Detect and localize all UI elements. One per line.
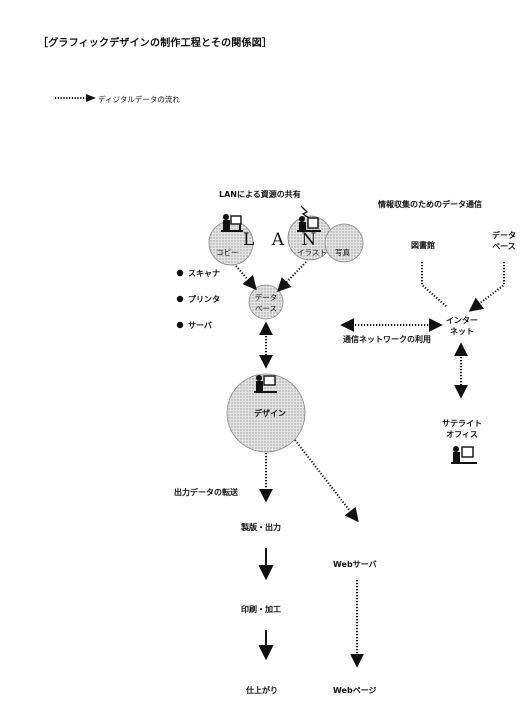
- database-node-label: データ ベース: [253, 292, 279, 314]
- internet-label: インター ネット: [440, 315, 484, 337]
- database-node-line1: データ: [254, 293, 278, 302]
- legend-arrow: [55, 94, 96, 102]
- peripheral-item: プリンタ: [188, 295, 220, 304]
- library-label: 図書館: [411, 241, 435, 250]
- design-circle: [226, 373, 306, 453]
- info-heading: 情報収集のためのデータ通信: [378, 200, 482, 209]
- internet-line2: ネット: [450, 327, 474, 336]
- bullet-icon: [176, 321, 184, 329]
- internet-line1: インター: [446, 316, 478, 325]
- printing-label: 印刷・加工: [241, 605, 281, 614]
- finished-label: 仕上がり: [246, 686, 278, 695]
- illust-node-label: イラスト: [297, 248, 327, 257]
- bullet-icon: [176, 295, 184, 303]
- lan-heading: LANによる資源の共有: [219, 190, 301, 199]
- satellite-line1: サテライト: [442, 419, 482, 428]
- external-database-line2: ベース: [492, 242, 516, 251]
- peripheral-item: サーバ: [188, 321, 212, 330]
- database-circle: [248, 284, 284, 320]
- database-node-line2: ベース: [254, 304, 278, 313]
- print-flow-arrows: [258, 548, 274, 661]
- photo-node-label: 写真: [335, 248, 350, 257]
- external-database-label: データ ベース: [485, 230, 523, 252]
- external-database-line1: データ: [492, 231, 516, 240]
- designer-icon: [254, 375, 277, 393]
- legend-label: ディジタルデータの流れ: [98, 95, 180, 104]
- web-server-label: Webサーバ: [333, 560, 377, 569]
- copy-node-label: コピー: [216, 248, 239, 257]
- network-use-label: 通信ネットワークの利用: [343, 335, 431, 344]
- data-flow-arrows: [235, 261, 505, 668]
- satellite-office-icon: [451, 446, 477, 464]
- satellite-line2: オフィス: [446, 430, 478, 439]
- person-computer-icon: [221, 214, 243, 232]
- illustrator-icon: [297, 205, 321, 232]
- lan-center-text: L A N: [243, 230, 323, 250]
- prepress-label: 製版・出力: [241, 523, 281, 532]
- peripheral-item: スキャナ: [188, 269, 220, 278]
- photo-circle: [324, 223, 364, 263]
- output-transfer-label: 出力データの転送: [174, 488, 238, 497]
- design-node-label: デザイン: [254, 409, 286, 418]
- page-title: ［グラフィックデザインの制作工程とその関係図］: [38, 38, 273, 49]
- bullet-icon: [176, 269, 184, 277]
- satellite-office-label: サテライト オフィス: [435, 418, 489, 440]
- web-page-label: Webページ: [333, 686, 377, 695]
